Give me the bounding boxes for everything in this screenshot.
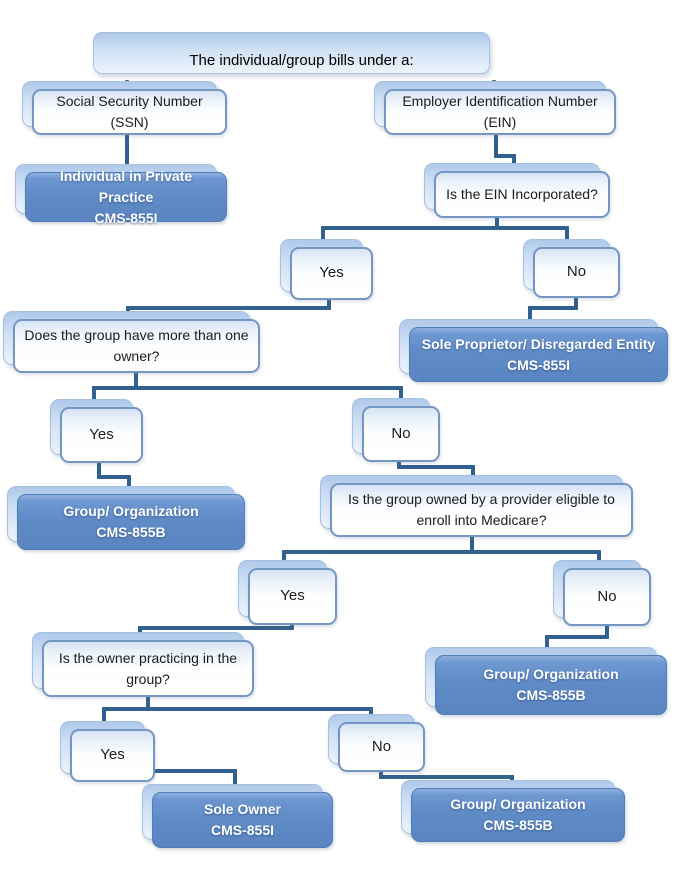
node-group-organization-3-label: CMS-855B xyxy=(483,817,553,833)
node-yes-1: Yes xyxy=(290,247,373,300)
edge-yes2-to-group1-segment xyxy=(97,475,131,479)
edge-yes1-to-owners-segment xyxy=(126,306,331,310)
node-individual-private-practice-label: CMS-855I xyxy=(94,209,158,226)
edge-no1-to-soleproprietor-segment xyxy=(574,296,578,310)
edge-no4-to-group3-segment xyxy=(379,770,383,779)
node-group-organization-3-label: Group/ Organization xyxy=(450,796,586,812)
node-no-2: No xyxy=(362,406,440,462)
node-more-than-one-owner: Does the group have more than one owner? xyxy=(13,319,260,373)
node-sole-proprietor-label: CMS-855I xyxy=(506,356,571,373)
node-sole-proprietor-label: Sole Proprietor/ Disregarded Entity xyxy=(421,335,656,352)
node-ssn: Social Security Number (SSN) xyxy=(32,89,227,135)
node-sole-owner-label: Sole Owner xyxy=(203,801,282,817)
node-individual-private-practice-label: Individual in Private Practice xyxy=(59,167,193,205)
edge-no2-to-ownedby-segment xyxy=(397,460,401,469)
edge-ssn-to-individual-segment xyxy=(125,133,129,176)
node-bills-under: The individual/group bills under a: xyxy=(103,40,500,82)
edge-ownedby-branch-segment xyxy=(282,550,601,554)
edge-no3-to-group2-segment xyxy=(605,624,609,639)
edge-yes3-to-practicing-segment xyxy=(138,626,294,630)
edge-no2-to-ownedby-segment xyxy=(397,465,475,469)
node-yes-3-label: Yes xyxy=(280,587,305,605)
node-ein-label: Employer Identification Number xyxy=(402,93,598,109)
node-yes-1-label: Yes xyxy=(319,264,344,282)
edge-ein-to-incorporated-segment xyxy=(494,154,516,158)
node-ssn-label: Social Security Number xyxy=(56,93,203,109)
node-bills-under-label: The individual/group bills under a: xyxy=(189,51,414,69)
node-ein-incorporated: Is the EIN Incorporated? xyxy=(434,171,610,218)
edge-no4-to-group3-segment xyxy=(379,775,514,779)
node-yes-4-label: Yes xyxy=(100,746,125,764)
edge-incorporated-stem-segment xyxy=(495,216,499,230)
node-no-4: No xyxy=(338,722,425,772)
edge-yes4-to-soleowner-segment xyxy=(153,769,237,773)
node-more-than-one-owner-label: owner? xyxy=(113,348,160,364)
edge-practicing-branch-segment xyxy=(102,707,106,733)
node-yes-3: Yes xyxy=(248,568,337,625)
edge-incorporated-branch-segment xyxy=(321,226,569,230)
node-group-organization-2-label: CMS-855B xyxy=(516,687,586,703)
node-bills-under-shadow xyxy=(93,32,490,74)
node-yes-2-label: Yes xyxy=(89,425,114,443)
edge-no3-to-group2-segment xyxy=(545,635,609,639)
edge-ein-to-incorporated-segment xyxy=(494,133,498,158)
node-ein: Employer Identification Number (EIN) xyxy=(384,89,616,135)
node-owner-practicing-label: Is the owner practicing in the xyxy=(58,649,238,666)
node-no-4-label: No xyxy=(371,737,392,755)
node-no-3-label: No xyxy=(597,587,617,605)
node-more-than-one-owner-label: Does the group have more than one xyxy=(24,327,249,343)
node-group-organization-1-label: Group/ Organization xyxy=(63,503,199,519)
node-owned-by-eligible-provider: Is the group owned by a provider eligibl… xyxy=(330,483,633,537)
node-no-1-label: No xyxy=(566,263,587,281)
edge-incorporated-branch-segment xyxy=(321,226,325,249)
node-owned-by-eligible-provider-label: enroll into Medicare? xyxy=(416,512,547,528)
node-owner-practicing: Is the owner practicing in the group? xyxy=(42,640,254,697)
node-group-organization-1-label: CMS-855B xyxy=(96,524,166,540)
edge-owners-branch-segment xyxy=(92,386,96,411)
edge-owners-branch-segment xyxy=(92,386,403,390)
edge-incorporated-branch-segment xyxy=(565,226,569,249)
edge-no1-to-soleproprietor-segment xyxy=(528,306,532,331)
edge-yes1-to-owners-segment xyxy=(327,298,331,310)
edge-practicing-stem-segment xyxy=(146,695,150,711)
edge-owners-stem-segment xyxy=(134,371,138,390)
node-owned-by-eligible-provider-label: Is the group owned by a provider eligibl… xyxy=(348,491,615,507)
node-no-3: No xyxy=(563,568,651,626)
node-ssn-label: (SSN) xyxy=(110,114,149,130)
edge-yes2-to-group1-segment xyxy=(97,461,101,479)
edge-ownedby-stem-segment xyxy=(470,535,474,554)
edge-yes4-to-soleowner-segment xyxy=(233,769,237,796)
node-owner-practicing-label: group? xyxy=(126,670,170,687)
node-ein-label: (EIN) xyxy=(483,114,517,130)
node-sole-owner-label: CMS-855I xyxy=(210,822,275,838)
node-no-2-label: No xyxy=(391,424,411,442)
node-no-1: No xyxy=(533,247,620,298)
node-group-organization-2-label: Group/ Organization xyxy=(483,666,619,682)
node-yes-4: Yes xyxy=(70,729,155,782)
edge-no1-to-soleproprietor-segment xyxy=(528,306,578,310)
node-ein-incorporated-label: Is the EIN Incorporated? xyxy=(446,186,598,202)
node-yes-2: Yes xyxy=(60,407,143,463)
edge-practicing-branch-segment xyxy=(102,707,373,711)
